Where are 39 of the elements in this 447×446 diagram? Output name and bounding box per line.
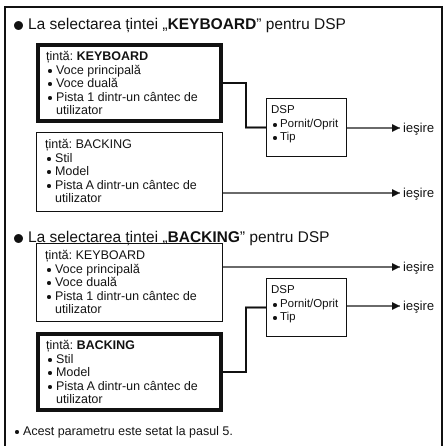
- section-heading: La selectarea țintei „KEYBOARD” pentru DSP: [14, 16, 346, 34]
- box-heading: DSP: [271, 104, 296, 118]
- output-label: ieşire: [403, 120, 434, 136]
- list-item: Pista A dintr-un cântec de utilizator: [45, 178, 214, 206]
- target-box: [36, 332, 223, 412]
- arrow: [347, 302, 400, 310]
- dsp-box: [266, 278, 347, 337]
- connector-line: [223, 82, 266, 128]
- list-item: Voce duală: [46, 77, 213, 90]
- arrow: [223, 189, 400, 197]
- target-box: [36, 132, 223, 212]
- list-item: Pornit/Oprit: [271, 298, 342, 311]
- list-item: Pista A dintr-un cântec de utilizator: [46, 380, 213, 406]
- output-label: ieşire: [403, 185, 434, 201]
- list-item: Pista 1 dintr-un cântec de utilizator: [45, 290, 214, 316]
- box-heading: țintă: BACKING: [46, 339, 136, 352]
- list-item: Voce principală: [45, 262, 214, 276]
- target-box: [36, 43, 223, 123]
- connector-line: [223, 306, 266, 373]
- list-item: Pornit/Oprit: [271, 118, 342, 131]
- output-label: ieşire: [403, 259, 434, 275]
- list-item: Pista 1 dintr-un cântec de utilizator: [46, 90, 213, 118]
- output-label: ieşire: [403, 298, 434, 314]
- box-heading: DSP: [271, 284, 296, 298]
- arrow: [347, 124, 400, 132]
- list-item: Voce principală: [46, 64, 213, 77]
- box-heading: țintă: KEYBOARD: [46, 50, 150, 64]
- list-item: Stil: [45, 152, 214, 165]
- arrow: [223, 263, 400, 271]
- box-heading: țintă: KEYBOARD: [45, 249, 146, 262]
- box-heading: țintă: BACKING: [45, 138, 133, 152]
- footnote: Acest parametru este setat la pasul 5.: [14, 424, 233, 438]
- list-item: Model: [45, 165, 214, 178]
- list-item: Model: [46, 366, 213, 380]
- list-item: Tip: [271, 311, 342, 324]
- dsp-box: [266, 98, 347, 157]
- list-item: Voce duală: [45, 276, 214, 290]
- list-item: Tip: [271, 131, 342, 144]
- list-item: Stil: [46, 352, 213, 366]
